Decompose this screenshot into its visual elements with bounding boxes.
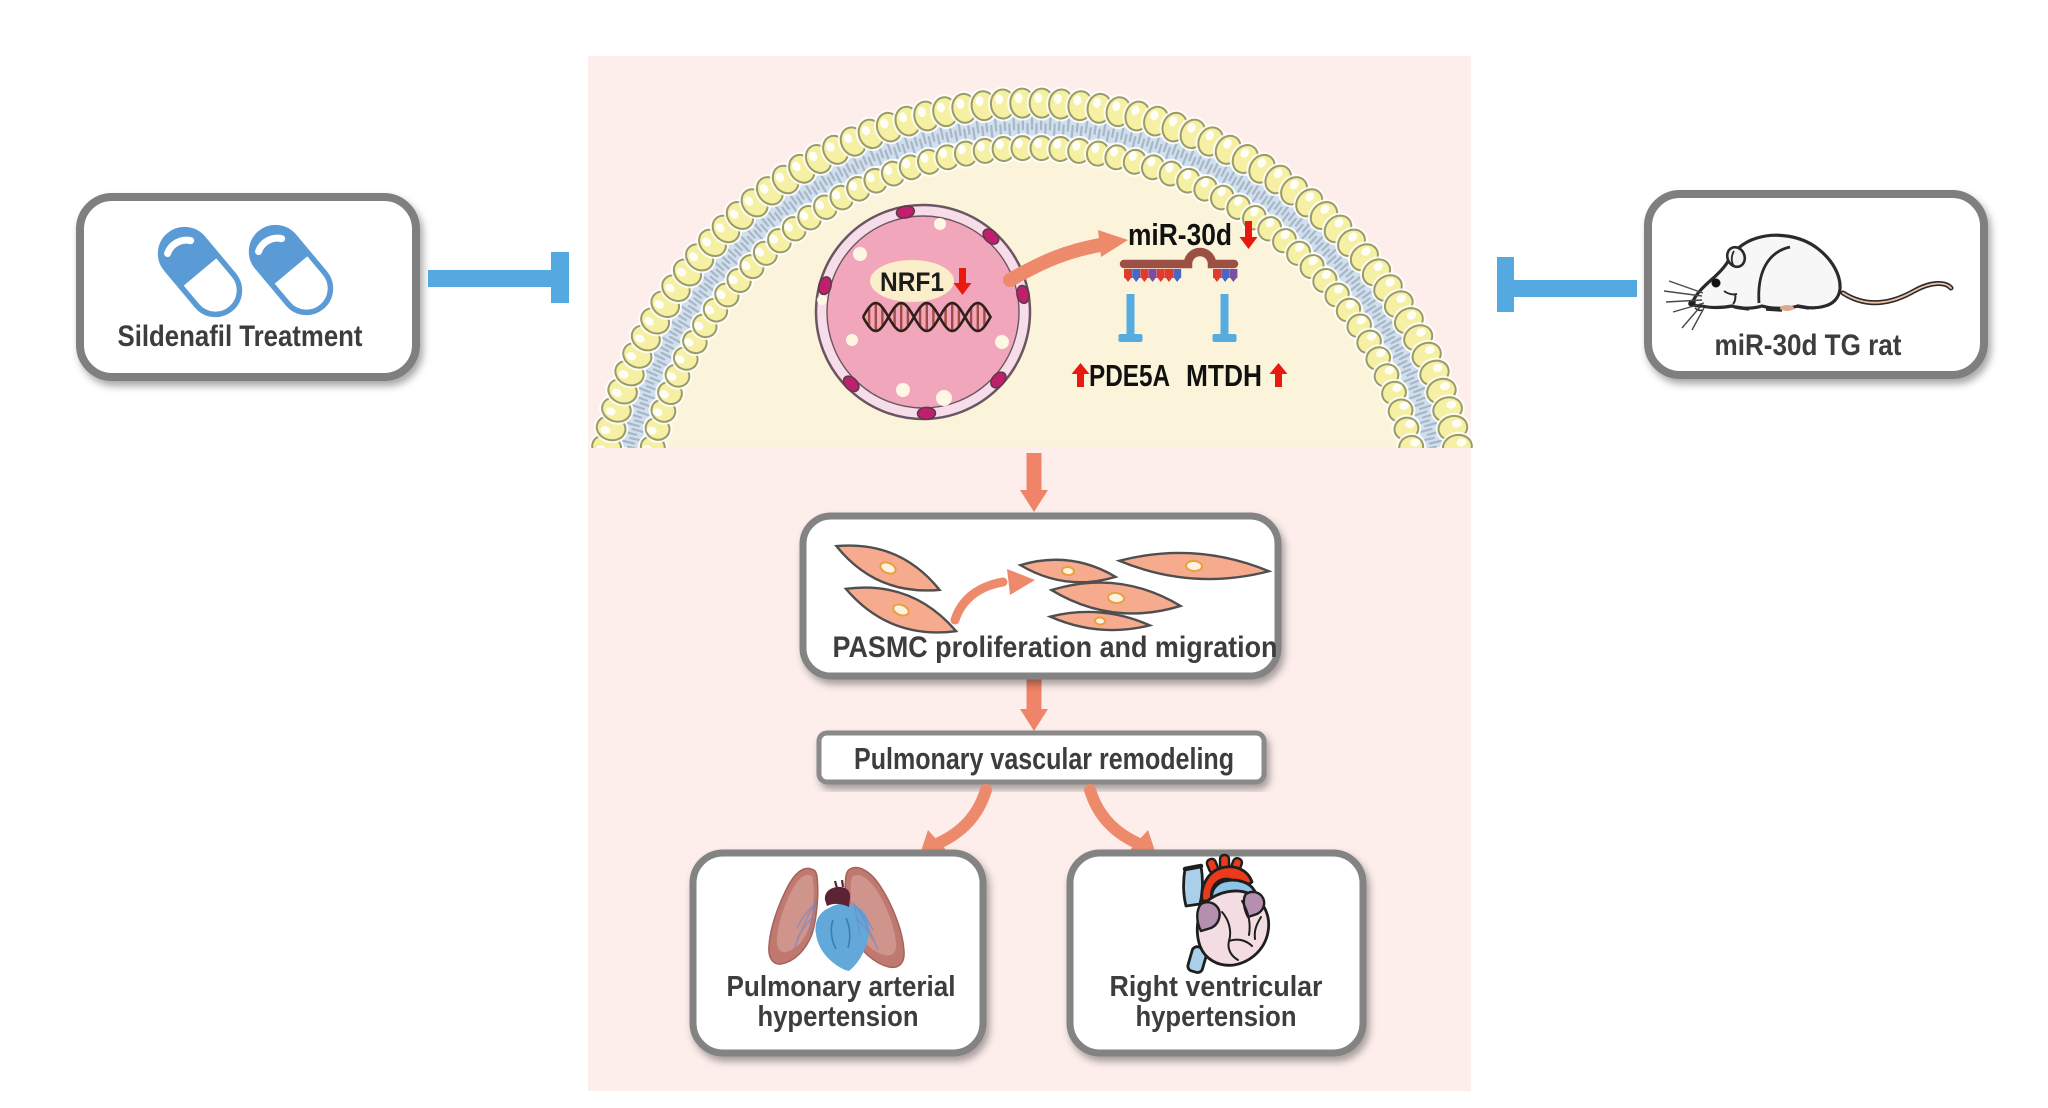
svg-text:Sildenafil Treatment: Sildenafil Treatment xyxy=(118,320,363,353)
svg-text:miR-30d: miR-30d xyxy=(1128,217,1232,252)
svg-text:Pulmonary arterial: Pulmonary arterial xyxy=(727,971,956,1003)
svg-text:Pulmonary vascular remodeling: Pulmonary vascular remodeling xyxy=(854,741,1234,776)
svg-text:MTDH: MTDH xyxy=(1186,358,1262,393)
svg-text:miR-30d TG rat: miR-30d TG rat xyxy=(1715,329,1902,362)
svg-text:NRF1: NRF1 xyxy=(880,267,944,297)
svg-text:PDE5A: PDE5A xyxy=(1089,358,1170,393)
svg-text:hypertension: hypertension xyxy=(1136,1001,1297,1033)
svg-text:PASMC proliferation and migrat: PASMC proliferation and migration xyxy=(833,631,1278,664)
svg-text:hypertension: hypertension xyxy=(758,1001,919,1033)
svg-text:Right ventricular: Right ventricular xyxy=(1110,971,1323,1003)
